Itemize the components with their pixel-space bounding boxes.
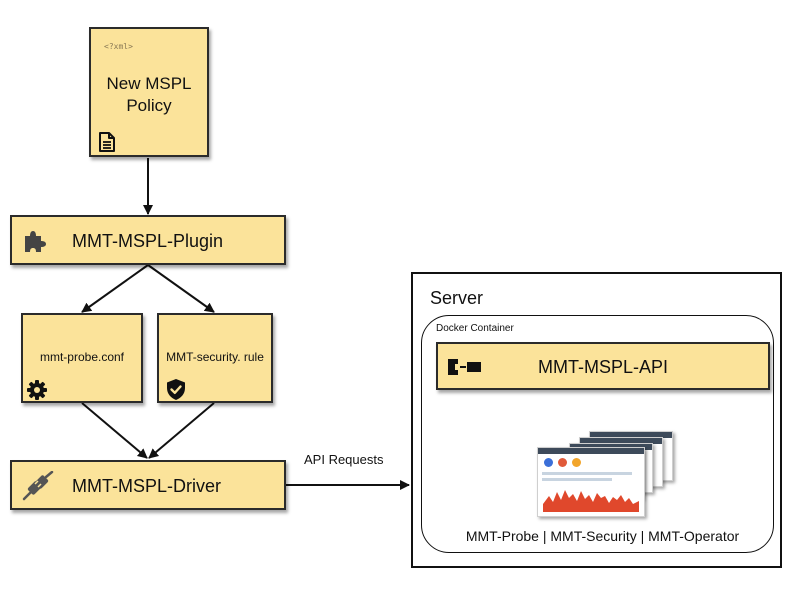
security-rule-node[interactable]: MMT-security. rule — [157, 313, 273, 403]
shield-check-icon — [166, 378, 186, 406]
probe-conf-label: mmt-probe.conf — [39, 350, 125, 364]
dashboard-screenshots — [533, 425, 673, 520]
api-label: MMT-MSPL-API — [538, 357, 669, 377]
arrow-probe-conf-to-driver — [81, 402, 148, 459]
probe-conf-node[interactable]: mmt-probe.conf — [21, 313, 143, 403]
api-requests-label: API Requests — [304, 452, 384, 467]
policy-node[interactable]: <?xml> New MSPL Policy — [89, 27, 209, 157]
plugin-node[interactable]: MMT-MSPL-Plugin — [10, 215, 286, 265]
driver-node[interactable]: MMT-MSPL-Driver — [10, 460, 286, 510]
plug-icon — [22, 470, 54, 506]
api-node[interactable]: MMT-MSPL-API — [436, 342, 770, 390]
security-rule-label: MMT-security. rule — [166, 350, 264, 364]
document-icon — [98, 132, 116, 157]
server-label: Server — [430, 288, 484, 308]
driver-label: MMT-MSPL-Driver — [72, 476, 221, 496]
policy-title: New MSPL Policy — [106, 74, 192, 115]
gear-icon — [26, 379, 48, 406]
puzzle-icon — [22, 228, 48, 259]
plugin-label: MMT-MSPL-Plugin — [72, 231, 224, 251]
arrow-plugin-to-probe-conf — [81, 264, 149, 313]
tools-caption: MMT-Probe | MMT-Security | MMT-Operator — [465, 528, 740, 544]
arrow-plugin-to-security-rule — [147, 264, 215, 313]
api-connector-icon — [447, 358, 483, 381]
xml-tag: <?xml> — [104, 42, 133, 51]
docker-label: Docker Container — [436, 323, 514, 334]
arrow-security-rule-to-driver — [148, 402, 215, 459]
